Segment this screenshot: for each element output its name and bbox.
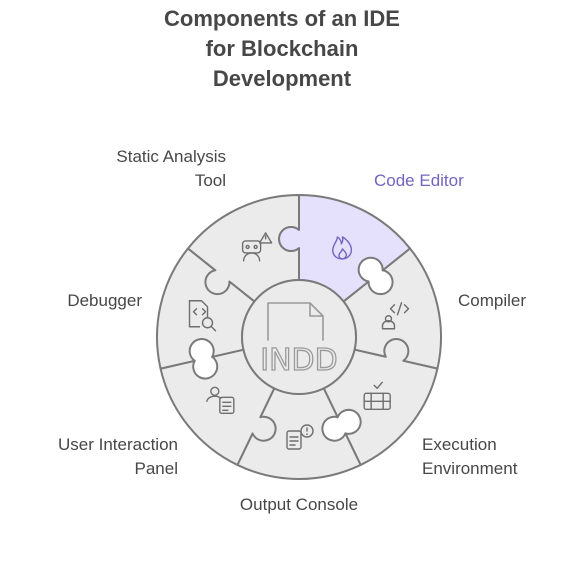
flame-icon: [332, 236, 353, 260]
title-line-2: for Blockchain: [205, 36, 359, 61]
segment-code-editor: [278, 194, 412, 303]
code-user-icon: [381, 302, 410, 330]
component-label: Execution: [422, 435, 497, 454]
title-line-1: Components of an IDE: [164, 6, 400, 31]
component-label: Environment: [422, 459, 518, 478]
center-group: INDD: [241, 279, 357, 395]
user-form-icon: [206, 386, 235, 415]
component-label: Static Analysis: [116, 147, 226, 166]
component-label: User Interaction: [58, 435, 178, 454]
component-label: Code Editor: [374, 171, 464, 190]
diagram-title: Components of an IDE for Blockchain Deve…: [82, 4, 482, 94]
title-line-3: Development: [212, 66, 352, 91]
icons-group: [188, 232, 410, 450]
component-label: Compiler: [458, 291, 526, 310]
component-label: Panel: [135, 459, 178, 478]
alert-document-icon: [286, 424, 314, 450]
server-check-icon: [363, 381, 391, 411]
component-label: Tool: [195, 171, 226, 190]
component-label: Debugger: [67, 291, 142, 310]
robot-warning-icon: [241, 232, 273, 262]
component-label: Output Console: [240, 495, 358, 514]
center-circle: [241, 279, 357, 395]
labels-group: Code EditorCompilerExecutionEnvironmentO…: [58, 147, 526, 514]
center-label: INDD: [260, 343, 338, 378]
segments-group: [156, 194, 442, 480]
file-icon: [267, 302, 324, 341]
code-search-icon: [188, 300, 217, 332]
